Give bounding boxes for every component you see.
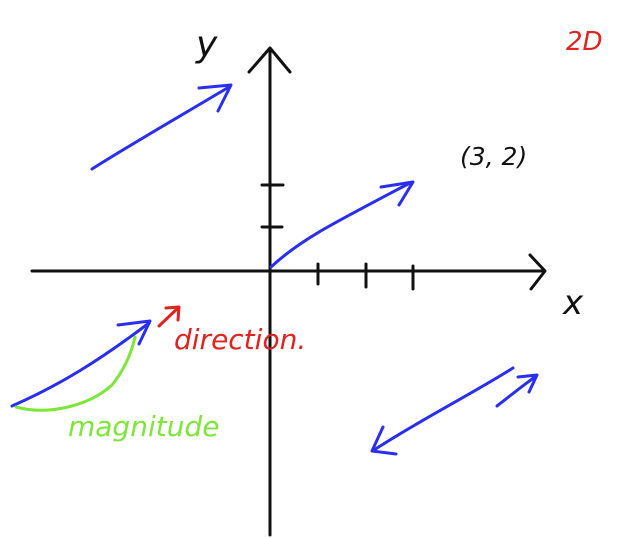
coordinate-axes xyxy=(30,46,547,537)
x-axis-label: x xyxy=(562,283,584,323)
vector-lower-right-arrowhead xyxy=(370,425,398,456)
magnitude-annotation xyxy=(14,335,137,412)
direction-label: direction. xyxy=(174,323,306,356)
y-axis-arrowhead xyxy=(247,46,292,74)
magnitude-label: magnitude xyxy=(68,410,219,443)
vector-lower-left xyxy=(10,321,151,408)
vector-lower-left-arrowhead xyxy=(116,319,152,346)
x-axis-arrowhead xyxy=(528,253,547,291)
direction-pointer-icon xyxy=(157,305,181,328)
dimension-label: 2D xyxy=(566,27,603,57)
vector-origin-arrowhead xyxy=(379,180,415,207)
vector-lower-right-upper-stroke xyxy=(495,373,539,408)
vectors xyxy=(10,83,539,456)
direction-annotation xyxy=(157,305,181,328)
point-label: (3, 2) xyxy=(460,142,527,171)
vector-origin-to-point xyxy=(269,181,412,269)
magnitude-brace xyxy=(14,335,137,412)
vector-top-left xyxy=(90,85,231,171)
vector-lower-right xyxy=(372,366,515,452)
vector-top-left-arrowhead xyxy=(197,83,233,113)
y-axis-label: y xyxy=(195,24,218,65)
